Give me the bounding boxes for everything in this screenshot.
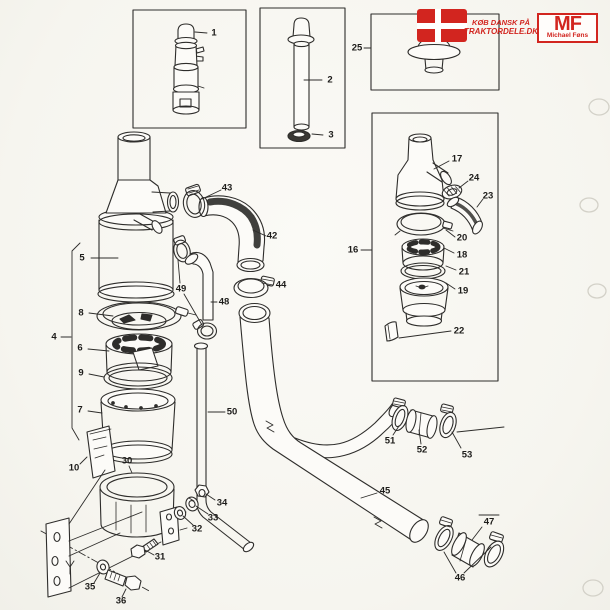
leader-line-33 — [195, 505, 209, 515]
leader-line-17 — [433, 160, 450, 170]
air-cleaner-assembly — [71, 131, 197, 479]
pipe-break-mark — [265, 420, 275, 433]
main-intake-pipe-45 — [238, 302, 429, 543]
leader-line-46 — [463, 546, 492, 574]
leader-line-49 — [177, 259, 181, 284]
flag-cross-vertical — [434, 9, 441, 42]
leader-line-51 — [392, 425, 400, 436]
precleaner-part-1 — [172, 23, 205, 115]
assembly-bracket-4 — [71, 242, 81, 441]
box-oil-bath-cleaner — [371, 112, 499, 382]
leader-line-47 — [471, 526, 483, 541]
box-stack-pipe — [259, 7, 346, 149]
leader-line-20 — [445, 229, 456, 238]
leader-line-49 — [183, 293, 203, 326]
inset-boxes — [132, 7, 500, 382]
leader-line-36 — [121, 588, 127, 598]
stack-pipe-part-2 — [287, 17, 315, 143]
flag-cross-horizontal — [417, 23, 467, 29]
leader-line-52 — [418, 429, 422, 445]
breather-pipe-48 — [173, 235, 218, 340]
leader-line-18 — [443, 247, 455, 254]
hose-clamp-43 — [182, 183, 206, 218]
mf-logo: MF Michael Føns — [537, 13, 598, 43]
leader-line-43 — [201, 189, 222, 200]
tagline-line2: TRAKTORDELE.DK — [464, 27, 539, 36]
leader-line-30 — [128, 465, 133, 474]
mf-logo-initials: MF — [554, 13, 582, 35]
coupling-46-47 — [434, 516, 505, 568]
branch-hose — [294, 400, 404, 459]
traktordele-tagline: KØB DANSK PÅ TRAKTORDELE.DK — [464, 18, 538, 37]
leader-line-31 — [144, 549, 155, 556]
leader-line-22 — [398, 330, 452, 339]
mf-logo-name: Michael Føns — [546, 32, 589, 39]
leader-lines — [60, 31, 500, 598]
leader-line-21 — [445, 265, 457, 271]
leader-line-46 — [443, 551, 457, 574]
leader-line-10 — [79, 456, 88, 465]
danish-flag-logo — [417, 9, 467, 42]
leader-line-3 — [311, 133, 324, 136]
leader-line-23 — [476, 198, 484, 208]
coupling-51-52-53 — [391, 397, 505, 439]
leader-line-1 — [194, 31, 208, 34]
oil-bath-cleaner-parts — [384, 133, 483, 342]
tagline-line1: KØB DANSK PÅ — [472, 18, 530, 27]
box-precleaner — [132, 9, 247, 129]
punch-holes — [579, 98, 610, 597]
leader-line-42 — [252, 229, 267, 237]
leader-line-24 — [458, 180, 469, 189]
leader-line-19 — [445, 282, 456, 290]
leader-line-34 — [205, 493, 216, 501]
pipe-break-mark — [373, 516, 383, 529]
mounting-bracket-assembly — [40, 469, 210, 598]
rain-cap-part-25 — [407, 36, 461, 74]
leader-line-53 — [451, 431, 462, 449]
hose-clamp-44 — [233, 275, 275, 299]
leader-line-35 — [93, 572, 101, 584]
leader-line-9 — [88, 373, 105, 378]
leader-line-8 — [88, 312, 114, 317]
leader-line-6 — [87, 348, 110, 352]
leader-line-45 — [360, 492, 378, 499]
leader-line-7 — [87, 410, 103, 414]
leader-line-32 — [182, 515, 194, 526]
